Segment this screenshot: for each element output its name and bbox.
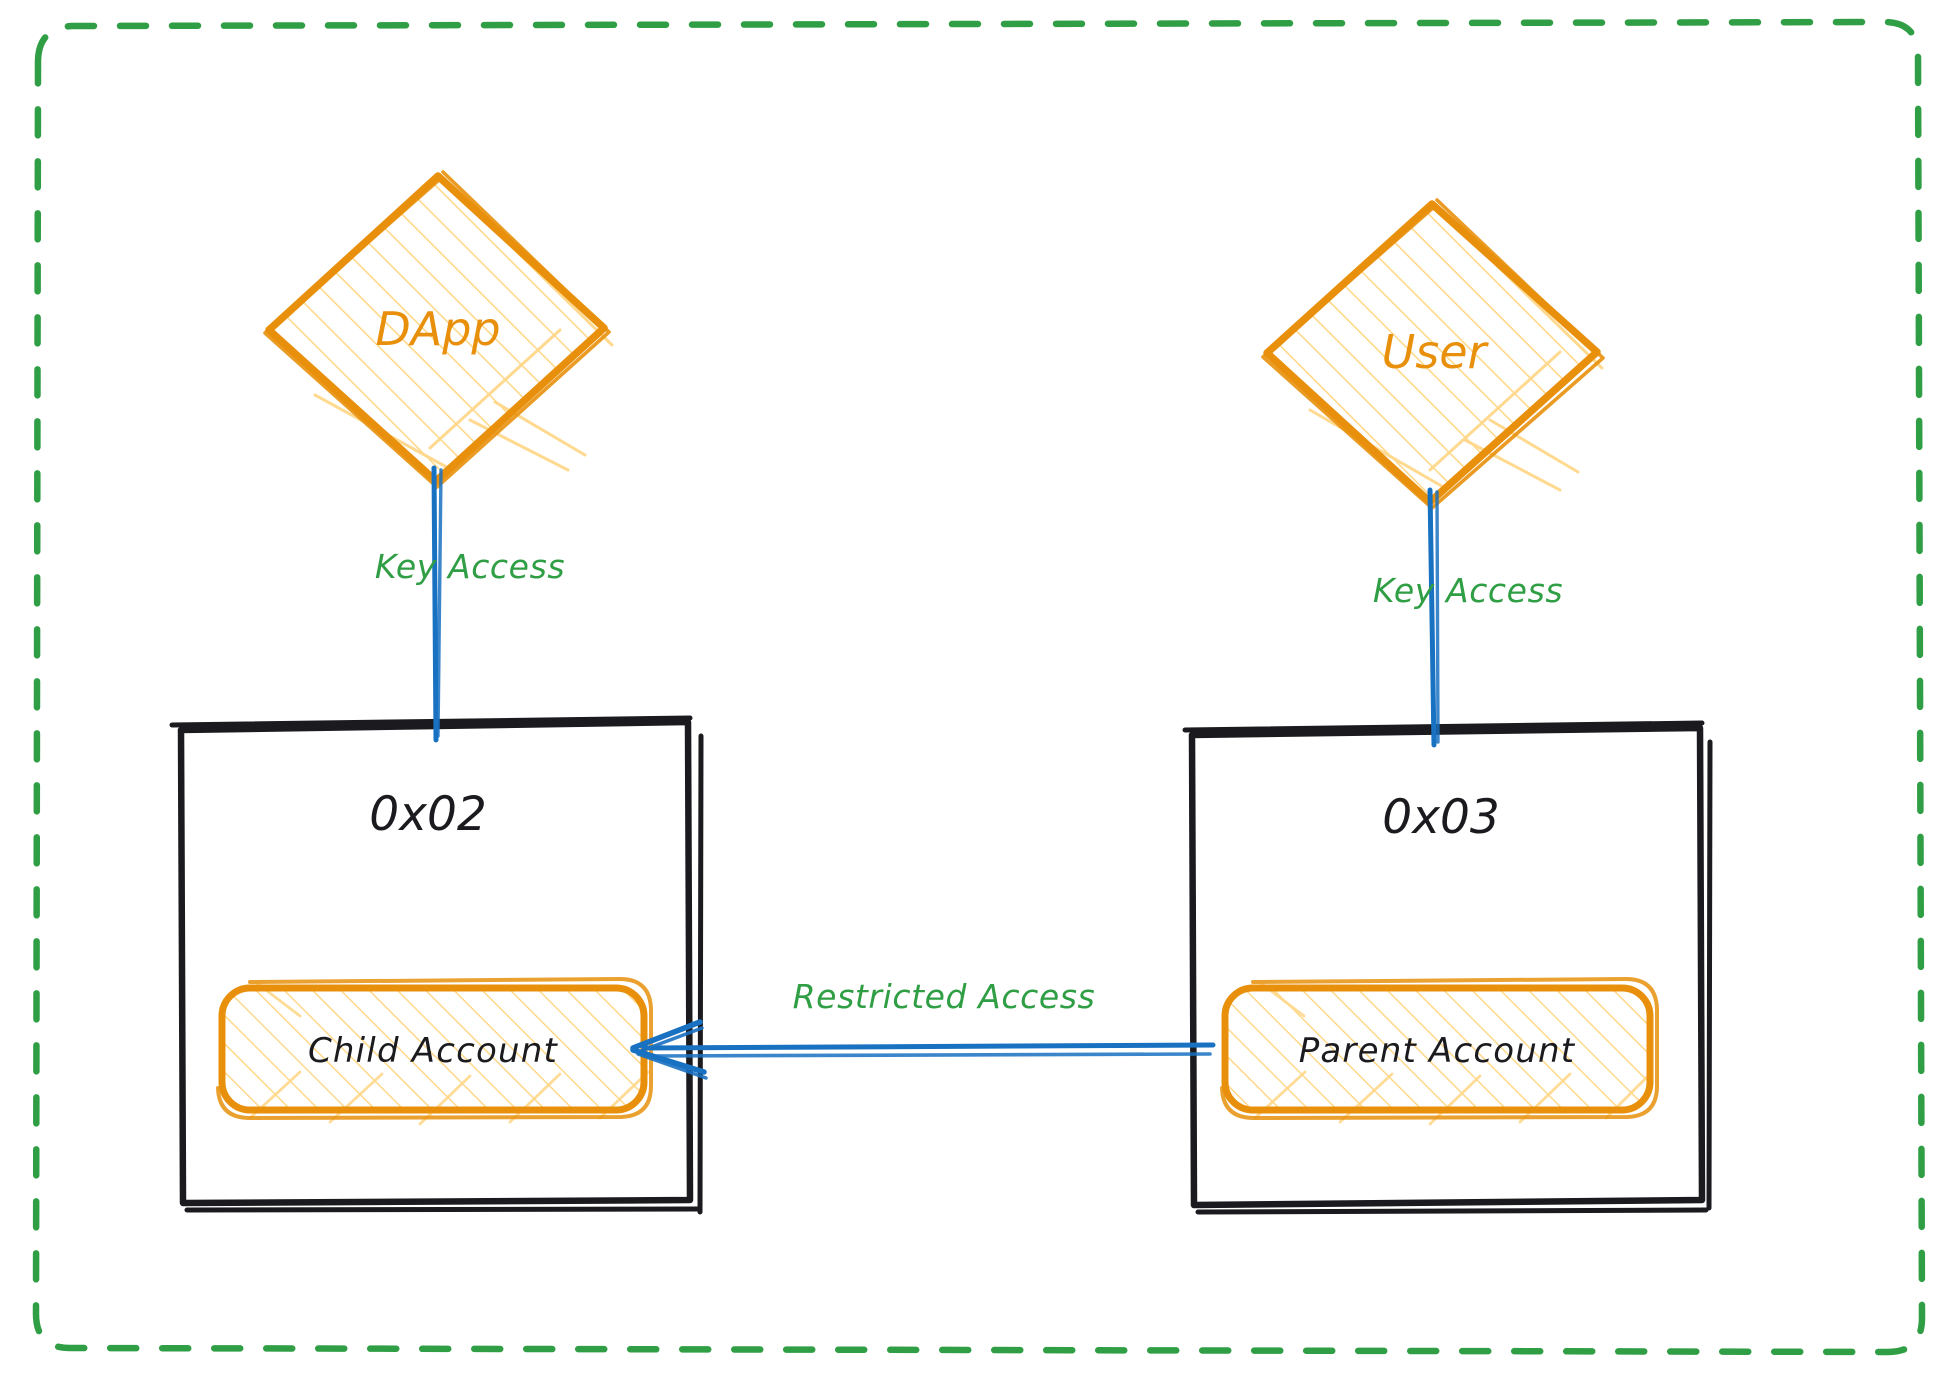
edge-user-label: Key Access	[1373, 571, 1563, 610]
child-account-label: Child Account	[308, 1031, 559, 1071]
edge-dapp-line-1	[431, 465, 439, 743]
edge-restricted-label: Restricted Access	[793, 977, 1096, 1016]
dapp-outline-2	[263, 170, 611, 489]
child-account-fill	[222, 988, 644, 1110]
edge-restricted-arrowhead-pass2	[636, 1026, 708, 1080]
outer-frame	[32, 18, 1926, 1356]
edge-restricted-arrowhead	[630, 1019, 707, 1075]
box-0x02-sketch-pass	[169, 715, 704, 1215]
edge-dapp-label: Key Access	[375, 547, 565, 586]
box-0x02-label: 0x02	[369, 787, 487, 842]
child-account-pill[interactable]: Child Account	[216, 976, 653, 1126]
parent-account-outline-2	[1220, 976, 1659, 1121]
box-0x03-label: 0x03	[1382, 790, 1500, 845]
edge-parent-to-child[interactable]: Restricted Access	[630, 977, 1216, 1080]
edge-dapp-line-2	[436, 468, 443, 738]
edge-restricted-line-1	[641, 1042, 1216, 1051]
node-dapp[interactable]: DApp	[263, 170, 614, 489]
child-account-outline-2	[216, 976, 653, 1121]
parent-account-fill	[1225, 988, 1650, 1110]
node-account-0x02[interactable]: 0x02 Child Account	[169, 715, 704, 1215]
edge-restricted-line-2	[648, 1052, 1212, 1058]
parent-account-pill[interactable]: Parent Account	[1220, 976, 1659, 1126]
node-user[interactable]: User	[1261, 198, 1605, 510]
node-account-0x03[interactable]: 0x03 Parent Account	[1182, 720, 1713, 1215]
edge-user-to-0x03[interactable]: Key Access	[1373, 487, 1563, 748]
dapp-label: DApp	[375, 302, 500, 356]
parent-account-label: Parent Account	[1299, 1031, 1576, 1071]
user-label: User	[1382, 325, 1490, 379]
parent-account-outline-1	[1221, 984, 1654, 1114]
edge-user-line-2	[1435, 490, 1440, 744]
edge-user-line-1	[1427, 487, 1437, 748]
box-0x03-sketch-pass	[1182, 720, 1713, 1215]
edge-dapp-to-0x02[interactable]: Key Access	[375, 465, 565, 743]
